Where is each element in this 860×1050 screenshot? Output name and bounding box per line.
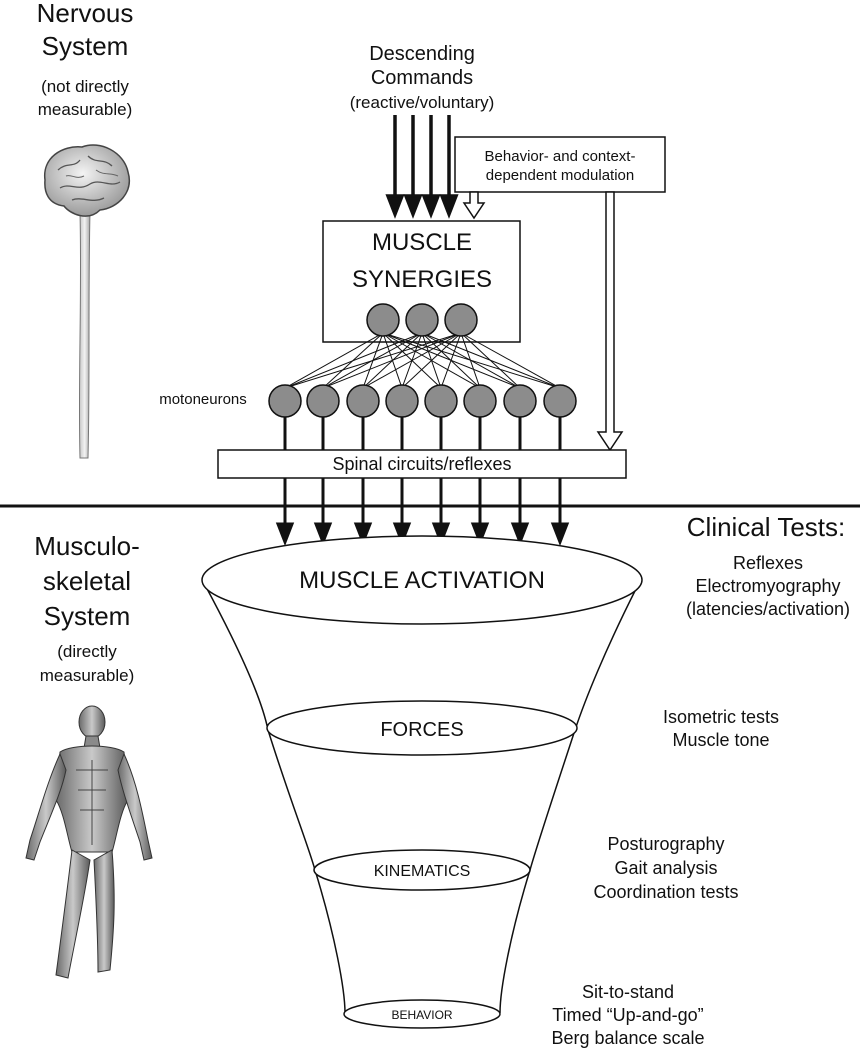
clinical-test-item: Gait analysis [614, 858, 717, 878]
clinical-test-item: Reflexes [733, 553, 803, 573]
spinal-circuits-label: Spinal circuits/reflexes [332, 454, 511, 474]
musculoskeletal-title-line2: skeletal [43, 566, 131, 596]
activation-arrows [275, 478, 570, 547]
nervous-system-subtitle: (not directly [41, 77, 129, 96]
forces-ellipse [266, 700, 578, 756]
clinical-test-item: Sit-to-stand [582, 982, 674, 1002]
muscle-activation-label: MUSCLE ACTIVATION [299, 567, 545, 594]
clinical-test-item: Electromyography [695, 576, 840, 596]
clinical-tests-title: Clinical Tests: [687, 512, 845, 542]
motoneuron-node [385, 384, 419, 418]
brain-and-spinal-cord-icon [44, 144, 131, 459]
modulation-label-line2: dependent modulation [486, 167, 634, 184]
modulation-arrow-to-spinal [596, 191, 624, 452]
clinical-test-item: Isometric tests [663, 707, 779, 727]
muscle-activation-ellipse [201, 535, 643, 625]
motoneurons-label: motoneurons [159, 391, 247, 408]
spinal-circuits-box [217, 449, 627, 479]
behavior-label: BEHAVIOR [391, 1008, 452, 1022]
human-musculature-icon [25, 705, 153, 979]
synergy-motoneuron-connections [284, 332, 561, 389]
clinical-test-item: Coordination tests [593, 882, 738, 902]
clinical-test-item: Berg balance scale [551, 1028, 704, 1048]
motoneuron-node [463, 384, 497, 418]
musculoskeletal-title: Musculo- [34, 531, 139, 561]
motoneuron-node [543, 384, 577, 418]
muscle-synergies-label: MUSCLE [372, 229, 472, 256]
muscle-synergies-label-line2: SYNERGIES [352, 266, 492, 293]
motoneuron-axons [283, 416, 562, 450]
motoneuron-node [424, 384, 458, 418]
descending-commands-label-line2: Commands [371, 67, 473, 89]
descending-commands-qualifier: (reactive/voluntary) [350, 93, 495, 112]
synergy-node [444, 303, 478, 337]
modulation-box [454, 136, 666, 193]
synergy-nodes [366, 303, 478, 337]
kinematics-label: KINEMATICS [374, 863, 471, 880]
motoneuron-node [268, 384, 302, 418]
measurement-funnel [204, 584, 639, 1014]
modulation-arrow-to-synergies [462, 191, 486, 220]
modulation-label: Behavior- and context- [485, 148, 636, 165]
synergy-node [366, 303, 400, 337]
behavior-ellipse [343, 999, 501, 1029]
musculoskeletal-subtitle-line2: measurable) [40, 666, 135, 685]
kinematics-ellipse [313, 849, 531, 891]
nervous-system-subtitle-line2: measurable) [38, 100, 133, 119]
motoneuron-node [346, 384, 380, 418]
descending-command-arrows [385, 115, 459, 219]
funnel-left-edge [204, 584, 346, 1014]
motoneuron-nodes [268, 384, 577, 418]
clinical-test-item: Posturography [607, 834, 724, 854]
motoneuron-node [503, 384, 537, 418]
clinical-test-item: Timed “Up-and-go” [552, 1005, 703, 1025]
forces-label: FORCES [380, 719, 463, 741]
funnel-right-edge [499, 584, 639, 1014]
musculoskeletal-title-line3: System [44, 601, 131, 631]
clinical-test-item: Muscle tone [672, 730, 769, 750]
motoneuron-node [306, 384, 340, 418]
nervous-system-title: Nervous [37, 0, 134, 28]
nervous-system-title-line2: System [42, 31, 129, 61]
clinical-test-item: (latencies/activation) [686, 599, 850, 619]
musculoskeletal-subtitle: (directly [57, 642, 117, 661]
descending-commands-label: Descending [369, 43, 475, 65]
synergy-node [405, 303, 439, 337]
